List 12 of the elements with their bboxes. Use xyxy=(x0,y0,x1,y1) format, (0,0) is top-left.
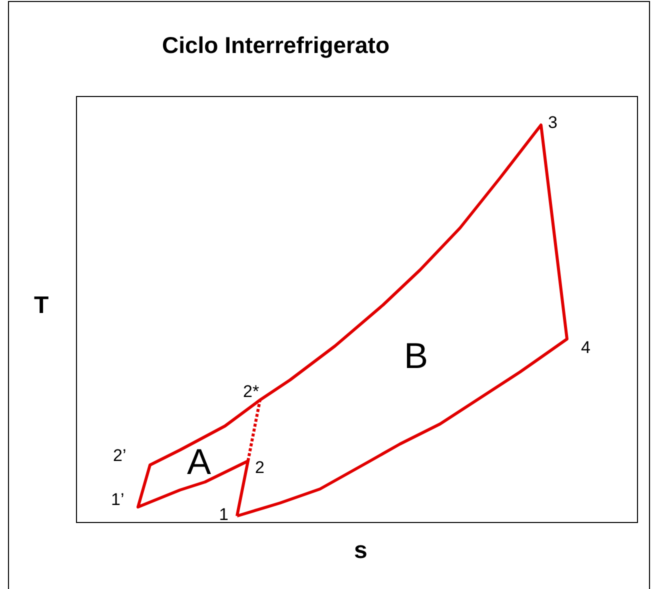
point-label: 2 xyxy=(255,459,264,476)
axis-label: T xyxy=(34,294,49,318)
axis-label: s xyxy=(354,539,368,563)
point-label: 2* xyxy=(243,383,260,400)
region-label: B xyxy=(404,338,428,374)
point-label: 3 xyxy=(548,114,558,131)
point-label: 1’ xyxy=(111,491,124,508)
chart-title: Ciclo Interrefrigerato xyxy=(162,34,390,57)
region-label: A xyxy=(187,444,212,480)
point-label: 2’ xyxy=(113,447,126,464)
point-label: 1 xyxy=(219,506,228,523)
point-label: 4 xyxy=(581,339,590,356)
